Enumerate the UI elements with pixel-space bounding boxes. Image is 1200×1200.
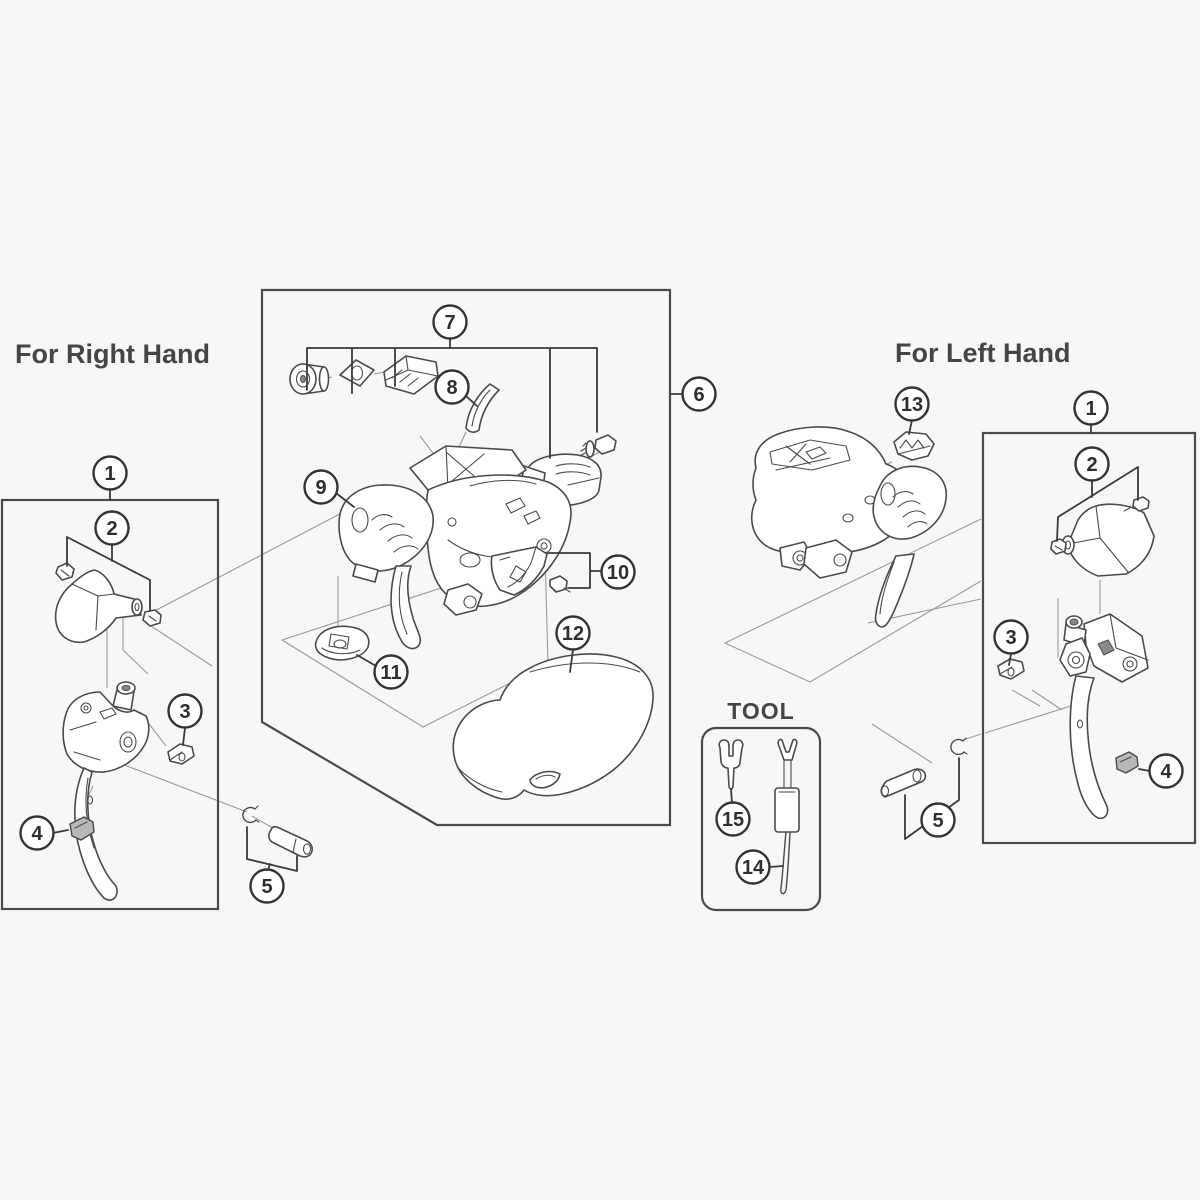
svg-text:5: 5: [261, 876, 272, 898]
right-snap-ring: [242, 805, 260, 824]
svg-text:13: 13: [901, 394, 923, 416]
callout-left-5: 5: [920, 802, 956, 838]
center-assembly: [289, 355, 654, 800]
left-cable-adjuster-part3: [997, 658, 1025, 680]
clamp-bolt-part7e: [579, 434, 617, 458]
center-detail-box: [260, 288, 672, 827]
callout-right-5: 5: [249, 868, 285, 904]
callout-right-3: 3: [167, 693, 203, 729]
ratchet-block-part7c: [383, 355, 439, 395]
callout-center-10: 10: [600, 554, 636, 590]
title-left-hand: For Left Hand: [895, 338, 1071, 368]
callout-left-2: 2: [1074, 446, 1110, 482]
center-linkage: [443, 583, 483, 616]
callout-left-13: 13: [894, 386, 930, 422]
bracket-hood-part9: [338, 484, 434, 583]
svg-text:7: 7: [444, 312, 455, 334]
name-plate-part10: [490, 546, 548, 596]
fork-tool-part15: [718, 739, 744, 790]
callout-right-2: 2: [94, 510, 130, 546]
svg-text:3: 3: [1005, 627, 1016, 649]
svg-text:11: 11: [380, 662, 401, 684]
right-pivot-boss: [112, 681, 136, 711]
svg-text:4: 4: [31, 823, 43, 845]
left-trigger-link: [803, 539, 853, 579]
svg-text:6: 6: [693, 384, 704, 406]
tool-parts: [718, 738, 800, 895]
svg-text:3: 3: [179, 701, 190, 723]
svg-text:10: 10: [607, 562, 629, 584]
return-spring-part8: [465, 383, 500, 433]
shift-lever-part11: [314, 625, 370, 661]
left-small-blade: [874, 553, 915, 628]
left-fixing-screw: [1050, 538, 1067, 555]
left-lever-blade: [1069, 675, 1109, 820]
spring-plate-part13: [893, 431, 935, 461]
right-lever-body: [62, 691, 150, 773]
title-right-hand: For Right Hand: [15, 339, 210, 369]
tool-label: TOOL: [727, 698, 794, 724]
callout-left-4: 4: [1148, 753, 1184, 789]
callout-center-11: 11: [373, 654, 409, 690]
callout-left-3: 3: [993, 619, 1029, 655]
frames: [0, 288, 1197, 912]
svg-text:8: 8: [446, 377, 457, 399]
shaft-plug-part7a: [289, 363, 330, 395]
right-lever-plug-part4: [69, 816, 95, 841]
center-lever-blade: [390, 565, 422, 650]
callout-tool-15: 15: [715, 801, 751, 837]
left-fixing-bracket: [1061, 503, 1155, 577]
callout-center-12: 12: [555, 615, 591, 651]
callout-center-6: 6: [681, 376, 717, 412]
svg-text:1: 1: [104, 463, 115, 485]
callout-center-9: 9: [303, 469, 339, 505]
left-pin-part5: [880, 768, 927, 798]
tool-box: [700, 726, 822, 912]
right-hand-assembly: [54, 562, 195, 901]
left-hood: [872, 465, 947, 540]
svg-text:2: 2: [106, 518, 117, 540]
callout-right-4: 4: [19, 815, 55, 851]
left-lever-assembly-exploded: [750, 426, 947, 628]
svg-text:5: 5: [932, 810, 943, 832]
svg-text:2: 2: [1086, 454, 1097, 476]
svg-text:14: 14: [742, 857, 765, 879]
pick-tool-part14: [774, 738, 800, 895]
right-lever-blade: [74, 767, 118, 901]
left-lever-housing: [1083, 613, 1149, 683]
right-clamp-bolt: [142, 609, 162, 627]
svg-text:4: 4: [1160, 761, 1172, 783]
callout-center-7: 7: [432, 304, 468, 340]
left-hand-assembly: [997, 496, 1155, 820]
left-lever-plug-part4: [1115, 751, 1139, 774]
callout-left-1: 1: [1073, 390, 1109, 426]
square-washer-part7b: [339, 359, 375, 387]
hood-cover-part12: [452, 653, 654, 800]
right-fixing-screw: [55, 562, 75, 581]
callout-right-1: 1: [92, 455, 128, 491]
callout-center-8: 8: [434, 369, 470, 405]
right-cable-adjuster-part3: [167, 743, 195, 765]
right-fixing-bracket: [54, 569, 143, 644]
left-trigger: [1059, 637, 1091, 677]
svg-text:1: 1: [1085, 398, 1096, 420]
callout-tool-14: 14: [735, 849, 771, 885]
left-snap-ring: [950, 737, 968, 756]
svg-text:15: 15: [722, 809, 744, 831]
svg-text:12: 12: [562, 623, 584, 645]
left-clamp-bolt: [1123, 496, 1150, 512]
right-pin-part5: [268, 825, 313, 858]
left-hand-box: [981, 431, 1197, 845]
svg-text:9: 9: [315, 477, 326, 499]
name-plate-screw: [549, 575, 571, 593]
